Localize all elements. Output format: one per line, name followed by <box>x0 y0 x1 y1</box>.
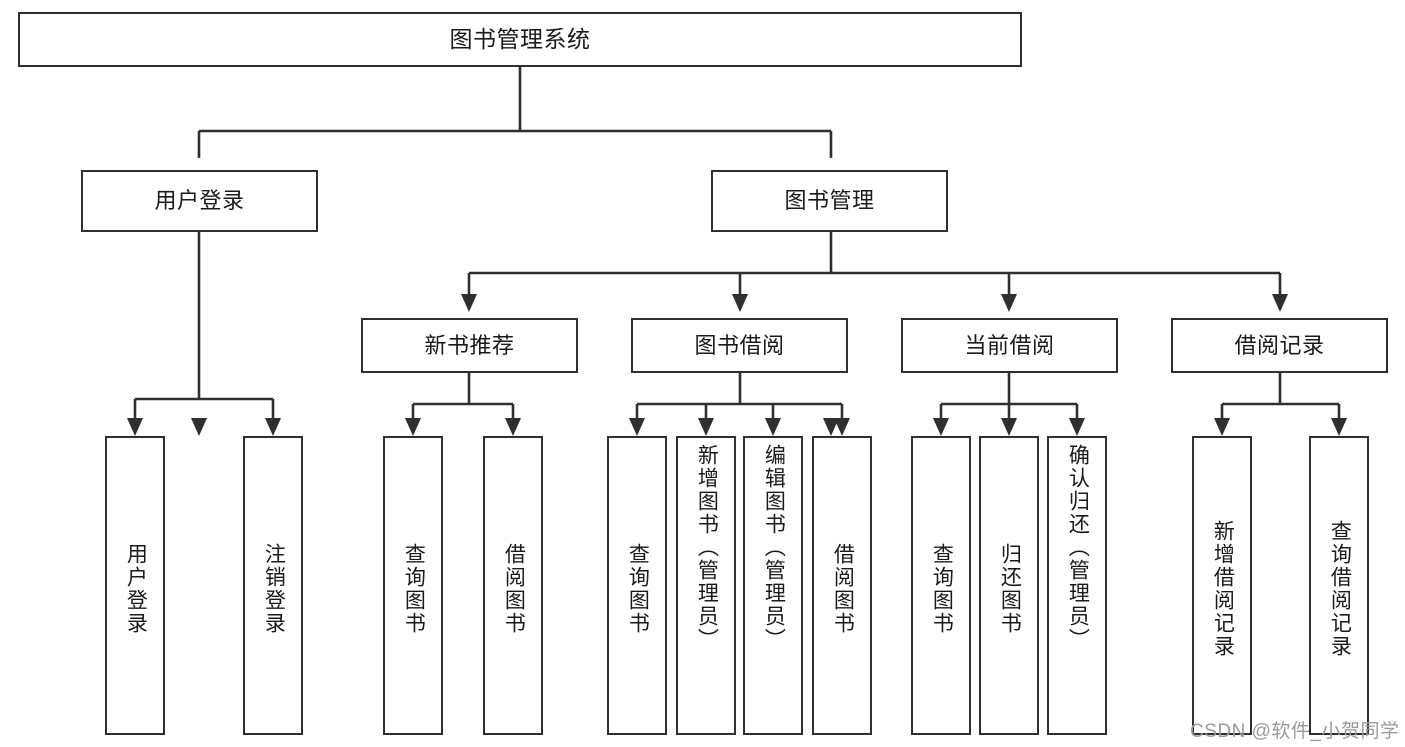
leaf-borrow-borrow-book[interactable]: 借阅图书 <box>812 436 872 735</box>
node-label: 编辑图书（管理员） <box>762 444 786 651</box>
leaf-current-return-book[interactable]: 归还图书 <box>979 436 1039 735</box>
node-label: 注销登录 <box>262 542 286 635</box>
node-current-borrow[interactable]: 当前借阅 <box>901 318 1118 373</box>
leaf-user-login-signout[interactable]: 注销登录 <box>243 436 303 735</box>
node-label: 用户登录 <box>154 188 245 214</box>
node-borrow-record[interactable]: 借阅记录 <box>1171 318 1388 373</box>
leaf-current-query-book[interactable]: 查询图书 <box>911 436 971 735</box>
node-label: 查询图书 <box>402 542 426 635</box>
node-label: 借阅图书 <box>502 542 526 635</box>
node-user-login[interactable]: 用户登录 <box>81 170 318 232</box>
node-label: 图书借阅 <box>694 332 785 358</box>
leaf-borrow-query-book[interactable]: 查询图书 <box>607 436 667 735</box>
watermark-text: CSDN @软件_小贺同学 <box>1190 721 1400 742</box>
node-label: 当前借阅 <box>964 332 1055 358</box>
node-book-management[interactable]: 图书管理 <box>711 170 948 232</box>
node-label: 借阅图书 <box>831 542 855 635</box>
leaf-user-login-signin[interactable]: 用户登录 <box>105 436 165 735</box>
node-label: 新增借阅记录 <box>1211 519 1235 658</box>
node-label: 图书管理系统 <box>449 26 591 53</box>
node-label: 图书管理 <box>784 188 875 214</box>
leaf-borrow-edit-book-admin[interactable]: 编辑图书（管理员） <box>743 436 803 735</box>
node-label: 归还图书 <box>998 542 1022 635</box>
csdn-watermark: CSDN @软件_小贺同学 <box>1190 716 1399 743</box>
node-book-borrow[interactable]: 图书借阅 <box>631 318 848 373</box>
node-root-system[interactable]: 图书管理系统 <box>18 12 1022 67</box>
leaf-record-query-record[interactable]: 查询借阅记录 <box>1309 436 1369 735</box>
leaf-borrow-add-book-admin[interactable]: 新增图书（管理员） <box>676 436 736 735</box>
node-label: 确认归还（管理员） <box>1066 444 1090 651</box>
node-label: 借阅记录 <box>1234 332 1325 358</box>
leaf-record-add-record[interactable]: 新增借阅记录 <box>1192 436 1252 735</box>
node-label: 查询图书 <box>930 542 954 635</box>
node-label: 查询图书 <box>626 542 650 635</box>
node-label: 用户登录 <box>124 542 148 635</box>
node-label: 新增图书（管理员） <box>695 444 719 651</box>
node-new-book-recommend[interactable]: 新书推荐 <box>361 318 578 373</box>
node-label: 新书推荐 <box>424 332 515 358</box>
leaf-recommend-borrow-book[interactable]: 借阅图书 <box>483 436 543 735</box>
leaf-recommend-query-book[interactable]: 查询图书 <box>383 436 443 735</box>
node-label: 查询借阅记录 <box>1328 519 1352 658</box>
leaf-current-confirm-return-admin[interactable]: 确认归还（管理员） <box>1047 436 1107 735</box>
